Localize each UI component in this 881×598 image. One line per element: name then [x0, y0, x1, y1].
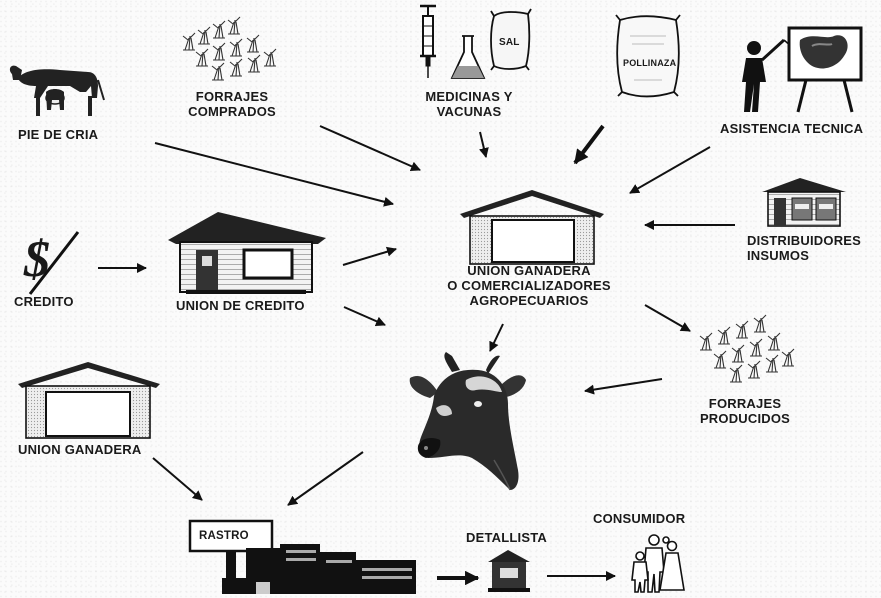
asistencia-tecnica-label: ASISTENCIA TECNICA	[720, 121, 864, 136]
forrajes-comprados-line-1: FORRAJES	[195, 89, 269, 104]
syringe-icon	[420, 4, 436, 78]
arrow-union-credito-cow	[343, 306, 386, 326]
arrow-center-cow	[489, 323, 504, 352]
rastro-label: RASTRO	[199, 530, 249, 542]
union-de-credito-label: UNION DE CREDITO	[176, 298, 305, 313]
medicinas-line-2: VACUNAS	[436, 104, 502, 119]
arrow-pollinaza	[573, 124, 605, 165]
center-line-1: UNION GANADERA	[467, 263, 591, 278]
arrow-center-forrajes	[644, 304, 691, 332]
dollar-sign-icon: $	[24, 231, 51, 288]
consumidor-label: CONSUMIDOR	[593, 511, 686, 526]
rastro-sign-icon	[188, 519, 274, 579]
forrajes-producidos-line-1: FORRAJES	[708, 396, 782, 411]
sal-label: SAL	[499, 37, 520, 48]
pollinaza-label: POLLINAZA	[623, 58, 677, 68]
pollinaza-sack-icon	[615, 14, 681, 98]
center-line-2: O COMERCIALIZADORES	[447, 278, 611, 293]
distribuidores-store-icon	[762, 178, 846, 227]
detallista-label: DETALLISTA	[466, 530, 547, 545]
union-ganadera-label: UNION GANADERA	[18, 442, 142, 457]
forrajes-comprados-label: FORRAJES COMPRADOS	[188, 89, 276, 119]
arrow-forrajes-comprados	[319, 125, 421, 171]
union-credito-building-icon	[168, 212, 326, 294]
medicinas-vacunas-label: MEDICINAS Y VACUNAS	[425, 89, 512, 119]
forrajes-producidos-label: FORRAJES PRODUCIDOS	[700, 396, 790, 426]
arrow-forrajes-cow	[584, 378, 663, 395]
arrow-union-credito-center	[342, 246, 397, 266]
center-line-3: AGROPECUARIOS	[469, 293, 589, 308]
distribuidores-insumos-label: DISTRIBUIDORES INSUMOS	[747, 233, 861, 263]
union-ganadera-center-label: UNION GANADERA O COMERCIALIZADORES AGROP…	[447, 263, 610, 308]
rastro-factory-icon	[222, 544, 416, 594]
distribuidores-line-2: INSUMOS	[747, 248, 810, 263]
pie-de-cria-label: PIE DE CRIA	[18, 127, 99, 142]
cow-head-icon	[409, 352, 526, 491]
produced-forage-icon	[699, 314, 795, 383]
forrajes-producidos-line-2: PRODUCIDOS	[699, 411, 791, 426]
consumer-family-icon	[631, 534, 685, 593]
arrow-asistencia	[629, 146, 711, 194]
flask-icon	[450, 35, 486, 79]
flow-arrows	[98, 124, 735, 586]
arrow-pie-de-cria	[154, 142, 394, 207]
distribuidores-line-1: DISTRIBUIDORES	[747, 233, 862, 248]
breeding-cow-icon	[9, 65, 105, 116]
arrow-cow-rastro	[287, 451, 364, 506]
technical-assistance-icon	[742, 26, 863, 113]
union-ganadera-center-building-icon	[460, 190, 604, 265]
detallista-shop-icon	[488, 550, 530, 592]
purchased-forage-icon	[182, 16, 277, 81]
arrow-union-ganadera-rastro	[152, 457, 203, 501]
forrajes-comprados-line-2: COMPRADOS	[188, 104, 276, 119]
medicinas-line-1: MEDICINAS Y	[425, 89, 513, 104]
salt-sack-icon	[490, 8, 532, 71]
credit-slash-icon	[28, 231, 80, 295]
union-ganadera-building-icon	[18, 362, 160, 439]
credito-label: CREDITO	[14, 294, 74, 309]
arrow-medicinas	[479, 131, 489, 158]
